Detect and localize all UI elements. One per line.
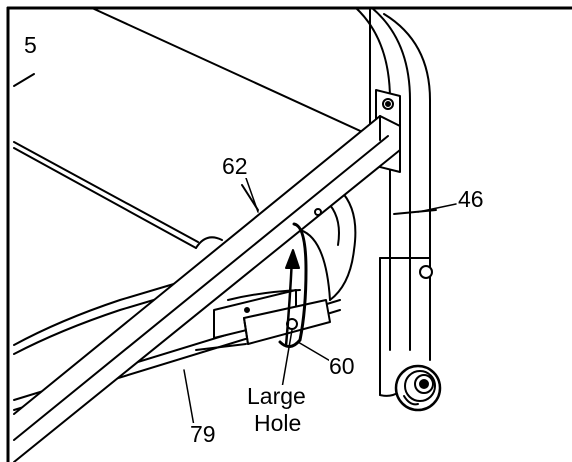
part-label-79: 79 bbox=[190, 421, 216, 447]
callout-hole: Hole bbox=[254, 410, 302, 436]
crossbar-62 bbox=[13, 115, 401, 462]
leader-lines bbox=[183, 177, 457, 427]
part-label-60: 60 bbox=[329, 353, 355, 379]
part-label-46: 46 bbox=[458, 186, 484, 212]
part-label-62: 62 bbox=[222, 153, 248, 179]
wire-loop bbox=[278, 222, 308, 348]
step-number: 5 bbox=[24, 32, 37, 58]
wheel bbox=[394, 364, 442, 412]
callout-large: Large bbox=[247, 383, 306, 409]
upright-46 bbox=[355, 7, 437, 397]
motor-hood bbox=[227, 189, 357, 301]
